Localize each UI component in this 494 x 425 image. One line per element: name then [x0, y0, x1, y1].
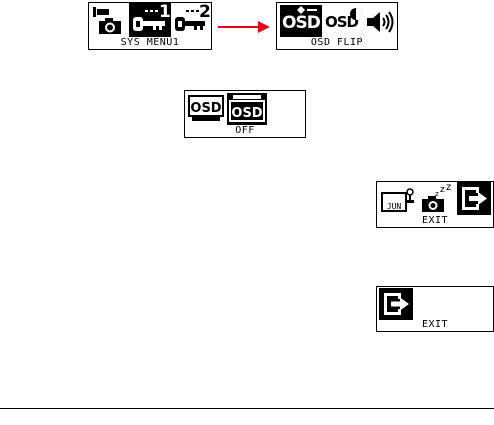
sleep-z-large: z — [446, 182, 451, 193]
osd-flip-icon-text: OSD — [282, 13, 320, 33]
contrast-icon — [349, 7, 363, 21]
osd-flipped-badge: OSD — [229, 100, 265, 122]
exit-only-selected-tile — [379, 288, 413, 320]
osd-normal-icon-text: OSD — [190, 101, 221, 116]
arrow-right-icon — [218, 20, 270, 34]
exit-door-icon — [457, 182, 491, 215]
exit-panel-with-icons: JUN z z z EXIT — [376, 181, 494, 228]
osd-flipped-top-bar — [233, 95, 261, 99]
other-menu-number: 2 — [199, 2, 211, 22]
osd-flip-label: OSD FLIP — [277, 37, 397, 49]
sys-menu-panel: 1 2 SYS MENU1 — [88, 2, 212, 50]
exit-panel: EXIT — [376, 286, 494, 332]
sys-menu-selected-tile: 1 — [129, 3, 171, 37]
osd-normal-tile: OSD — [188, 95, 226, 125]
stamp-icon — [405, 188, 415, 206]
exit-selected-tile — [457, 182, 491, 215]
selected-menu-number: 1 — [159, 2, 171, 22]
footer-divider — [0, 408, 494, 409]
sys-menu-tile-2: 2 — [173, 3, 211, 37]
sys-menu-label: SYS MENU1 — [89, 37, 211, 49]
osd-contrast-tile: OSD — [325, 5, 361, 37]
osd-flip-selected-tile: OSD — [280, 5, 322, 37]
osd-flip-panel: OSD OSD OSD FLIP — [276, 2, 398, 50]
camera-sleep-icon: z z z — [419, 182, 453, 214]
exit-door-icon-2 — [379, 288, 413, 320]
osd-flipped-icon-text: OSD — [231, 106, 262, 121]
osd-flipped-selected-tile: OSD — [227, 93, 267, 125]
date-stamp-tile: JUN — [381, 188, 415, 214]
exit-label-2: EXIT — [377, 319, 493, 331]
osd-off-panel: OSD OSD OFF — [184, 90, 306, 138]
video-camera-icon — [91, 5, 123, 37]
osd-off-label: OFF — [185, 125, 305, 137]
sleep-z-medium: z — [440, 185, 445, 195]
date-stamp-text: JUN — [387, 202, 401, 211]
osd-normal-base — [192, 117, 220, 121]
exit-label-1: EXIT — [377, 215, 493, 227]
osd-normal-badge: OSD — [188, 95, 224, 117]
date-stamp-box: JUN — [381, 192, 407, 212]
speaker-volume-icon — [365, 9, 395, 35]
